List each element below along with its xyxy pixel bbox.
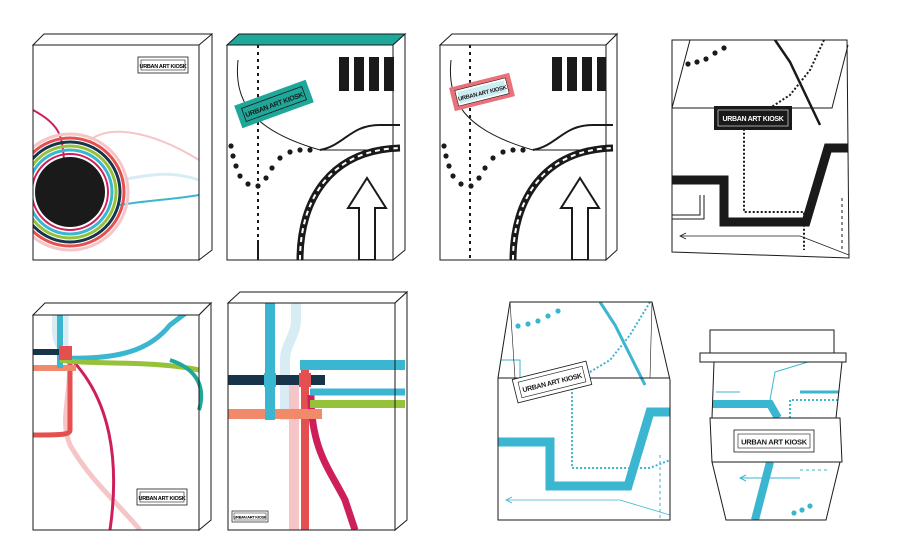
brand-logo: URBAN ART KIOSK bbox=[449, 72, 515, 112]
brand-logo: URBAN ART KIOSK bbox=[733, 429, 815, 453]
bag-artwork bbox=[672, 40, 849, 256]
box-top-face bbox=[438, 33, 619, 46]
bag-cyan-lines-mockup: URBAN ART KIOSK bbox=[497, 301, 671, 521]
cup-lower-body bbox=[711, 461, 841, 521]
box-top-face bbox=[31, 302, 213, 316]
box-side-face bbox=[198, 32, 213, 262]
box-metro-grid-mockup: URBAN ART KIOSK bbox=[226, 290, 409, 532]
box-side-face bbox=[394, 290, 408, 532]
box-front-face bbox=[226, 44, 394, 261]
box-front-face bbox=[439, 44, 607, 261]
brand-logo: URBAN ART KIOSK bbox=[714, 106, 792, 130]
box-top-face bbox=[31, 33, 213, 46]
logo-text: URBAN ART KIOSK bbox=[723, 116, 784, 123]
brand-logo: URBAN ART KIOSK bbox=[136, 488, 188, 506]
box-front-face bbox=[32, 314, 200, 531]
logo-text: URBAN ART KIOSK bbox=[741, 438, 808, 447]
logo-text: URBAN ART KIOSK bbox=[234, 515, 267, 520]
box-circles-mockup: URBAN ART KIOSK bbox=[31, 32, 213, 262]
road-artwork bbox=[441, 45, 614, 260]
cup-artwork-top bbox=[712, 361, 842, 418]
cup-lid-rim bbox=[699, 352, 847, 363]
bag-artwork bbox=[498, 302, 670, 520]
box-top-face bbox=[226, 291, 409, 304]
box-top-face bbox=[225, 33, 407, 46]
box-road-mockup: URBAN ART KIOSK bbox=[438, 32, 619, 262]
circles-artwork bbox=[33, 109, 200, 252]
brand-logo: URBAN ART KIOSK bbox=[137, 56, 189, 74]
logo-text: URBAN ART KIOSK bbox=[139, 496, 186, 502]
box-metro-lines-mockup: URBAN ART KIOSK bbox=[31, 301, 213, 532]
logo-text: URBAN ART KIOSK bbox=[140, 64, 187, 70]
brand-logo: URBAN ART KIOSK bbox=[234, 79, 314, 129]
brand-logo: URBAN ART KIOSK bbox=[231, 510, 269, 523]
road-artwork bbox=[228, 45, 401, 260]
box-teal-road-mockup: URBAN ART KIOSK bbox=[225, 32, 407, 262]
bag-outline bbox=[671, 39, 850, 259]
box-side-face bbox=[198, 301, 212, 532]
bag-ink-lines-mockup: URBAN ART KIOSK bbox=[671, 39, 850, 259]
cup-lid-top bbox=[709, 329, 835, 354]
metro-artwork bbox=[33, 315, 204, 530]
metro-artwork bbox=[228, 303, 405, 530]
box-front-face bbox=[32, 44, 200, 261]
cup-mockup: URBAN ART KIOSK bbox=[699, 329, 847, 521]
cup-artwork-bottom bbox=[738, 462, 830, 520]
brand-logo: URBAN ART KIOSK bbox=[511, 360, 593, 404]
box-front-face bbox=[227, 302, 396, 531]
